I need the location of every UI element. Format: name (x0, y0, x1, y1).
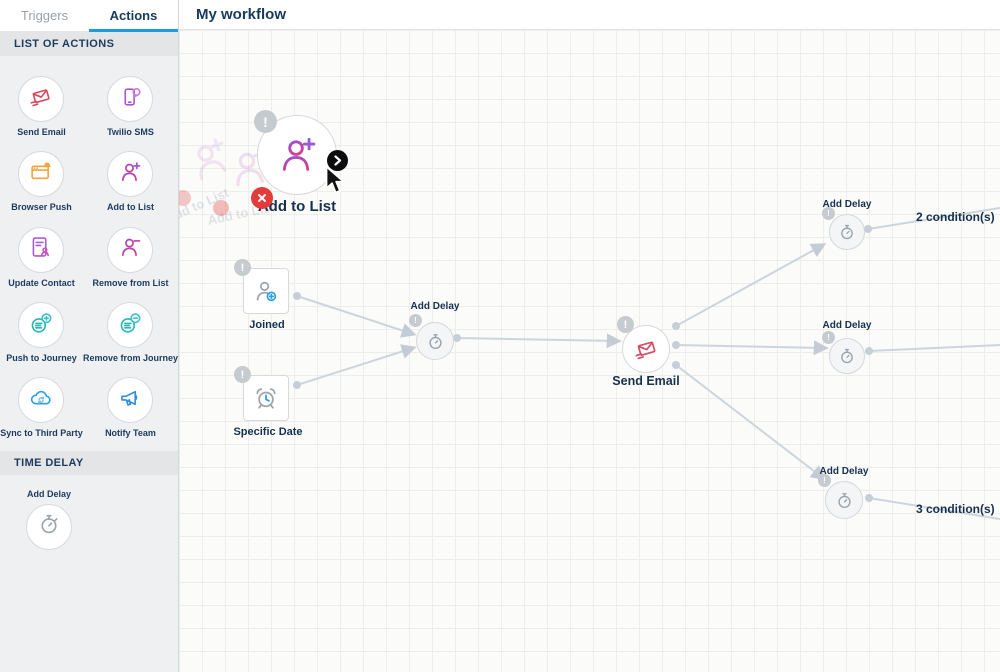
send-email-icon (633, 336, 660, 363)
action-remove-from-list[interactable]: Remove from List (83, 226, 178, 288)
action-label: Push to Journey (6, 353, 77, 364)
section-header-actions: LIST OF ACTIONS (0, 32, 178, 56)
node-joined[interactable] (243, 268, 289, 314)
action-label: Remove from Journey (82, 353, 178, 364)
person-minus-icon (117, 234, 143, 265)
actions-list: Send Email Twilio SMS Browser Push (0, 56, 178, 451)
contact-document-icon (28, 234, 54, 265)
node-label-delay-middle: Add Delay (822, 320, 872, 331)
stopwatch-icon (834, 490, 855, 511)
sidebar-tabs: Triggers Actions (0, 0, 178, 32)
warning-badge: ! (818, 474, 831, 487)
action-label: Twilio SMS (107, 127, 154, 137)
workflow-header: My workflow (179, 0, 1000, 30)
tab-actions[interactable]: Actions (109, 8, 158, 23)
person-plus-icon (117, 159, 143, 190)
warning-badge: ! (822, 331, 835, 344)
sms-phone-icon (117, 84, 143, 115)
megaphone-icon (117, 385, 143, 416)
warning-badge: ! (409, 314, 422, 327)
node-delay-center[interactable] (416, 322, 454, 360)
stopwatch-icon (837, 346, 857, 366)
warning-badge: ! (234, 259, 251, 276)
cloud-sync-icon (28, 385, 54, 416)
node-label-joined: Joined (249, 319, 285, 331)
page-title: My workflow (196, 6, 287, 23)
warning-badge: ! (822, 207, 835, 220)
stopwatch-icon (837, 222, 857, 242)
person-plus-icon (274, 132, 320, 178)
action-label: Sync to Third Party (0, 428, 83, 439)
workflow-canvas[interactable]: Add to List Add to List (179, 30, 1000, 672)
warning-badge: ! (617, 316, 634, 333)
node-label-send-email: Send Email (612, 374, 680, 388)
close-icon (257, 193, 267, 203)
node-label-specific-date: Specific Date (233, 426, 303, 438)
node-specific-date[interactable] (243, 375, 289, 421)
node-label-delay-top: Add Delay (822, 199, 872, 210)
action-sync-third-party[interactable]: Sync to Third Party (0, 377, 83, 438)
node-label-delay-bottom: Add Delay (819, 466, 869, 477)
node-delay-middle[interactable] (829, 338, 865, 374)
chevron-right-icon (333, 155, 342, 166)
tab-triggers[interactable]: Triggers (20, 8, 69, 23)
action-label: Remove from List (92, 277, 169, 288)
action-send-email[interactable]: Send Email (0, 76, 83, 137)
browser-bell-icon (28, 159, 54, 190)
edge-label-conditions-top[interactable]: 2 condition(s) (916, 210, 995, 224)
person-joined-icon (252, 277, 280, 305)
action-notify-team[interactable]: Notify Team (83, 377, 178, 438)
node-send-email[interactable] (622, 325, 670, 373)
section-header-time-delay: TIME DELAY (0, 450, 178, 475)
action-push-to-journey[interactable]: Push to Journey (0, 302, 83, 363)
journey-plus-icon (28, 310, 54, 341)
action-label: Notify Team (105, 428, 156, 439)
node-label-add-to-list: Add to List (257, 198, 337, 215)
action-remove-from-journey[interactable]: Remove from Journey (83, 302, 178, 363)
stopwatch-icon (425, 331, 446, 352)
send-email-icon (28, 84, 54, 115)
journey-minus-icon (117, 310, 143, 341)
stopwatch-icon (36, 511, 62, 542)
node-delay-bottom[interactable] (825, 481, 863, 519)
node-delay-top[interactable] (829, 214, 865, 250)
alarm-clock-icon (252, 384, 280, 412)
action-label: Add Delay (26, 488, 71, 499)
warning-badge: ! (254, 110, 277, 133)
action-label: Update Contact (8, 277, 75, 288)
workflow-edges (293, 207, 1000, 520)
action-label: Add to List (106, 202, 154, 213)
action-label: Send Email (17, 127, 66, 137)
connect-node-button[interactable] (327, 150, 348, 171)
action-browser-push[interactable]: Browser Push (0, 151, 83, 212)
action-add-to-list[interactable]: Add to List (83, 151, 178, 212)
action-update-contact[interactable]: Update Contact (0, 226, 83, 288)
active-tab-underline (89, 29, 178, 32)
delete-node-button[interactable] (251, 187, 273, 209)
warning-badge: ! (234, 366, 251, 383)
action-twilio-sms[interactable]: Twilio SMS (83, 76, 178, 137)
node-label-delay-center: Add Delay (410, 301, 460, 312)
action-label: Browser Push (11, 202, 72, 213)
action-add-delay[interactable]: Add Delay (20, 475, 78, 550)
sidebar: Triggers Actions LIST OF ACTIONS Send Em… (0, 0, 179, 672)
edge-label-conditions-bottom[interactable]: 3 condition(s) (916, 502, 995, 516)
